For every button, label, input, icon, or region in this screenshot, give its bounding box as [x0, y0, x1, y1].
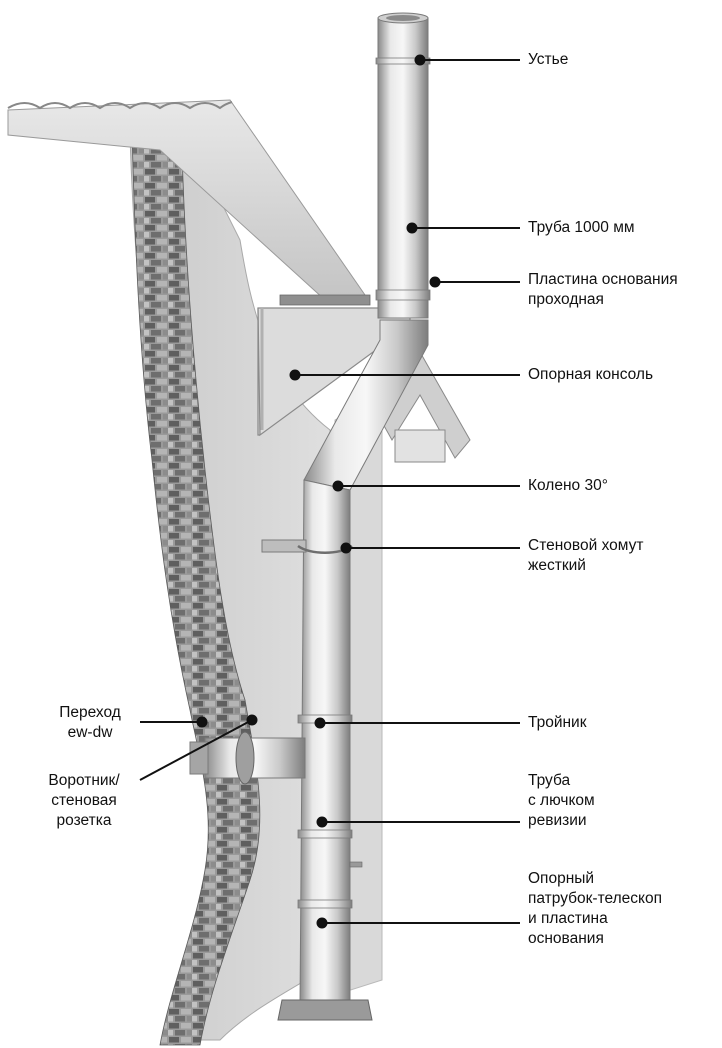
label-wall-clamp: Стеновой хомут жесткий [528, 536, 643, 576]
label-telescope: Опорный патрубок-телескоп и пластина осн… [528, 869, 662, 949]
label-pipe-1000: Труба 1000 мм [528, 218, 635, 238]
tee-branch [190, 732, 305, 784]
label-tee: Тройник [528, 713, 587, 733]
label-ustye: Устье [528, 50, 568, 70]
label-inspection-pipe: Труба с лючком ревизии [528, 771, 595, 831]
label-support-console: Опорная консоль [528, 365, 653, 385]
label-transition: Переход ew-dw [40, 703, 140, 743]
label-elbow-30: Колено 30° [528, 476, 608, 496]
label-collar: Воротник/ стеновая розетка [28, 771, 140, 831]
label-base-plate: Пластина основания проходная [528, 270, 678, 310]
